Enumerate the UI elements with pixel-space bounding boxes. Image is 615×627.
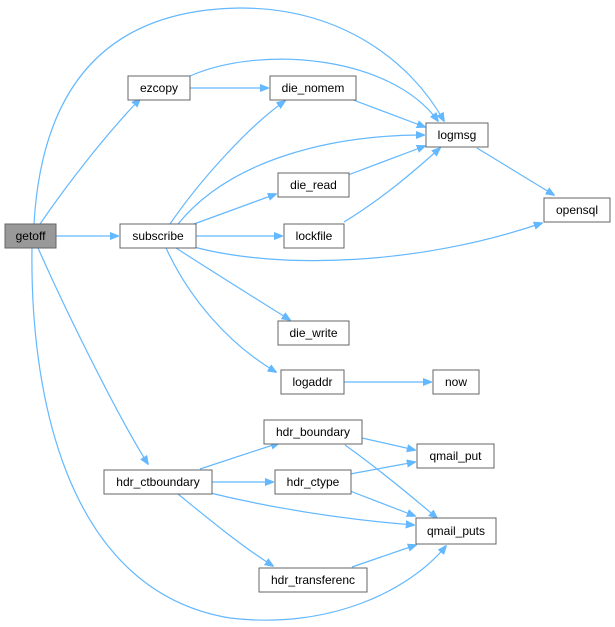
- node-lockfile[interactable]: lockfile: [283, 223, 345, 249]
- node-now-label: now: [445, 375, 467, 389]
- node-hdr-ctboundary-label: hdr_ctboundary: [116, 475, 199, 489]
- edges: [31, 7, 554, 621]
- node-logaddr-label: logaddr: [292, 375, 332, 389]
- node-die-write[interactable]: die_write: [277, 320, 350, 346]
- edge-subscribe-logmsg: [177, 135, 424, 225]
- node-qmail-put[interactable]: qmail_put: [416, 443, 495, 469]
- edge-hdr-ctype-qmail-put: [349, 462, 415, 475]
- node-die-read-label: die_read: [290, 178, 337, 192]
- edge-subscribe-die-nomem: [169, 101, 285, 225]
- edge-hdr-boundary-qmail-puts: [344, 444, 437, 518]
- edge-logmsg-opensql: [476, 147, 554, 195]
- node-qmail-puts-label: qmail_puts: [427, 524, 485, 538]
- edge-hdr-boundary-qmail-put: [361, 437, 415, 450]
- edge-subscribe-opensql: [193, 223, 542, 262]
- edge-hdr-transferenc-qmail-puts: [351, 545, 416, 568]
- node-hdr-ctype-label: hdr_ctype: [287, 475, 340, 489]
- edge-die-read-logmsg: [347, 146, 425, 176]
- nodes: getoff ezcopy die_nomem logmsg opensql s…: [4, 75, 611, 593]
- edge-getoff-ezcopy: [39, 99, 140, 225]
- edge-subscribe-die-read: [193, 194, 276, 225]
- node-logmsg-label: logmsg: [438, 128, 477, 142]
- node-die-nomem[interactable]: die_nomem: [269, 75, 357, 101]
- node-lockfile-label: lockfile: [296, 229, 333, 243]
- edge-hdr-ctboundary-hdr-boundary: [199, 443, 279, 470]
- node-die-nomem-label: die_nomem: [282, 81, 345, 95]
- edge-lockfile-logmsg: [343, 148, 440, 223]
- edge-getoff-hdr-ctboundary: [37, 247, 148, 464]
- node-getoff-label: getoff: [16, 229, 46, 243]
- edge-ezcopy-logmsg: [189, 58, 438, 121]
- node-hdr-transferenc-label: hdr_transferenc: [271, 573, 355, 587]
- node-hdr-transferenc[interactable]: hdr_transferenc: [258, 567, 368, 593]
- node-die-read[interactable]: die_read: [277, 172, 350, 198]
- node-opensql-label: opensql: [556, 203, 598, 217]
- edge-hdr-ctboundary-qmail-puts: [205, 491, 414, 525]
- node-now[interactable]: now: [432, 369, 480, 395]
- node-subscribe[interactable]: subscribe: [119, 223, 197, 249]
- node-opensql[interactable]: opensql: [543, 197, 611, 223]
- node-qmail-put-label: qmail_put: [429, 449, 482, 463]
- node-qmail-puts[interactable]: qmail_puts: [415, 517, 497, 545]
- node-getoff[interactable]: getoff: [4, 223, 57, 249]
- edge-die-nomem-logmsg: [347, 97, 425, 127]
- edge-hdr-ctboundary-hdr-transferenc: [177, 493, 273, 566]
- edge-getoff-qmail-puts: [31, 247, 446, 621]
- node-hdr-boundary-label: hdr_boundary: [276, 425, 350, 439]
- node-ezcopy[interactable]: ezcopy: [127, 75, 191, 101]
- node-logmsg[interactable]: logmsg: [425, 122, 489, 148]
- edge-getoff-logmsg: [33, 7, 444, 225]
- edge-subscribe-logaddr: [165, 247, 276, 372]
- edge-hdr-ctype-qmail-puts: [349, 490, 415, 516]
- edge-subscribe-die-write: [175, 247, 290, 320]
- node-die-write-label: die_write: [289, 326, 337, 340]
- node-hdr-ctboundary[interactable]: hdr_ctboundary: [103, 469, 213, 495]
- node-hdr-boundary[interactable]: hdr_boundary: [263, 419, 363, 445]
- node-ezcopy-label: ezcopy: [140, 81, 178, 95]
- node-hdr-ctype[interactable]: hdr_ctype: [274, 469, 352, 495]
- node-subscribe-label: subscribe: [132, 229, 184, 243]
- node-logaddr[interactable]: logaddr: [280, 369, 345, 395]
